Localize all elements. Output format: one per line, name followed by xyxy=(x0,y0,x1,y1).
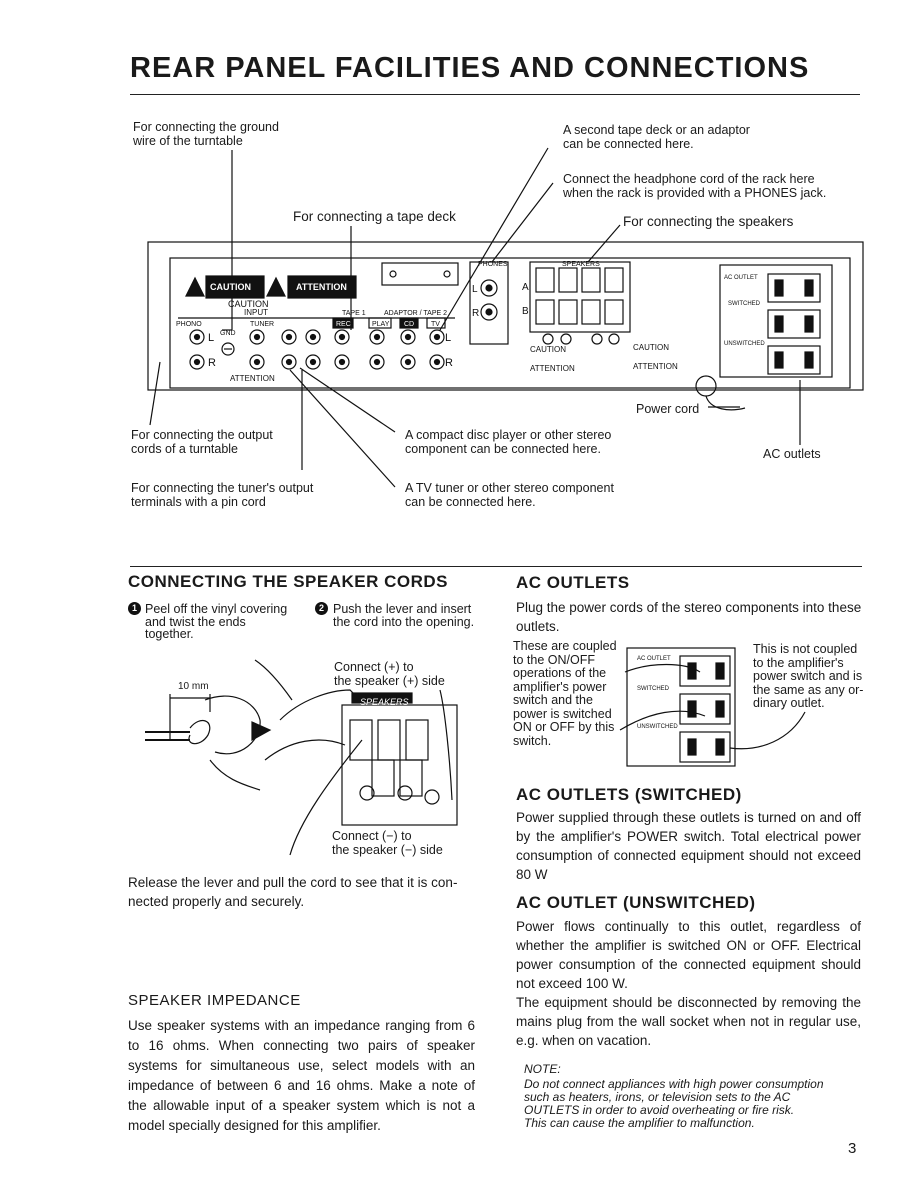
panel-caution-text-2: CAUTION xyxy=(228,299,269,309)
switched-text: Power supplied through these outlets is … xyxy=(516,810,861,882)
note-label: NOTE: xyxy=(524,1062,561,1076)
panel-tape1-text: TAPE 1 xyxy=(342,310,366,317)
speakers-tag: SPEAKERS xyxy=(360,697,409,707)
panel-caution-text-4: CAUTION xyxy=(633,343,669,352)
callout-headphone: Connect the headphone cord of the rack h… xyxy=(563,172,827,200)
label-plate xyxy=(381,262,459,286)
dimension-label: 10 mm xyxy=(178,681,209,692)
panel-caution-text-3: CAUTION xyxy=(530,345,566,354)
panel-l-text-2: L xyxy=(445,332,451,344)
panel-switched-text: SWITCHED xyxy=(728,301,761,307)
callout-tuner-output: For connecting the tuner's output termin… xyxy=(131,481,314,509)
panel-tuner-text: TUNER xyxy=(250,321,274,328)
ac-outlets-intro: Plug the power cords of the stereo compo… xyxy=(516,600,862,634)
panel-r-text-2: R xyxy=(445,357,453,369)
panel-gnd-text: GND xyxy=(220,330,236,337)
chassis-inner xyxy=(169,257,851,389)
step-2-text: Push the lever and insert the cord into … xyxy=(333,602,475,629)
callout-second-tape: A second tape deck or an adaptor can be … xyxy=(563,123,750,151)
callout-power-cord: Power cord xyxy=(636,402,700,416)
step-1-badge: 1 xyxy=(128,602,141,615)
leader-second-tape xyxy=(439,147,549,331)
leader-speakers xyxy=(587,224,621,263)
panel-phono-text: PHONO xyxy=(176,321,202,328)
panel-attention-text-4: ATTENTION xyxy=(633,362,678,371)
panel-l-text: L xyxy=(208,332,214,344)
step-1-text: Peel off the vinyl covering and twist th… xyxy=(145,602,288,641)
plus-connect-label: Connect (+) to the speaker (+) side xyxy=(334,660,445,688)
panel-unswitched-text: UNSWITCHED xyxy=(724,341,765,347)
rca-jacks-r xyxy=(189,354,445,370)
unswitched-text-1: Power flows continually to this outlet, … xyxy=(516,919,861,991)
panel-cd-text: CD xyxy=(404,321,414,328)
leader-cd xyxy=(299,367,396,433)
speaker-terminal-block xyxy=(529,261,631,333)
leader-headphone xyxy=(491,182,554,263)
ac-outlet-frame xyxy=(719,264,833,378)
step-2-badge: 2 xyxy=(315,602,328,615)
panel-l-text-3: L xyxy=(472,284,478,295)
switched-heading: AC OUTLETS (SWITCHED) xyxy=(516,785,742,804)
callout-ac-outlets: AC outlets xyxy=(763,447,821,461)
panel-speakers-text: SPEAKERS xyxy=(562,261,600,268)
panel-tv-text: TV xyxy=(431,321,440,328)
impedance-heading: SPEAKER IMPEDANCE xyxy=(128,992,301,1009)
not-coupled-text: This is not coupled to the amplifier's p… xyxy=(753,642,864,710)
panel-input-text: INPUT xyxy=(244,308,268,317)
unswitched-heading: AC OUTLET (UNSWITCHED) xyxy=(516,893,756,912)
unswitched-text-2: The equipment should be disconnected by … xyxy=(516,995,861,1048)
callout-speakers: For connecting the speakers xyxy=(623,214,794,229)
title-rule xyxy=(130,94,860,95)
release-text: Release the lever and pull the cord to s… xyxy=(128,875,458,909)
coupled-text: These are coupled to the ON/OFF operatio… xyxy=(513,639,617,748)
rca-jacks-l xyxy=(189,329,445,345)
panel-ac-outlet-text: AC OUTLET xyxy=(724,275,758,281)
panel-a-text: A xyxy=(522,282,529,293)
ac-unswitched-diagram-label: UNSWITCHED xyxy=(637,724,678,730)
panel-phones-text: PHONES xyxy=(478,261,508,268)
panel-b-text: B xyxy=(522,306,529,317)
impedance-text: Use speaker systems with an impedance ra… xyxy=(128,1018,475,1133)
panel-r-text-3: R xyxy=(472,308,479,319)
ac-outlet-diagram-label: AC OUTLET xyxy=(637,656,671,662)
minus-connect-label: Connect (−) to the speaker (−) side xyxy=(332,829,443,857)
speaker-terminals xyxy=(535,267,624,325)
callout-turntable-output: For connecting the output cords of a tur… xyxy=(131,428,273,456)
ac-switched-diagram-label: SWITCHED xyxy=(637,686,670,692)
leader-turntable xyxy=(149,361,161,426)
callout-ground: For connecting the ground wire of the tu… xyxy=(133,120,279,148)
callout-cd-player: A compact disc player or other stereo co… xyxy=(405,428,612,456)
rear-panel-diagram: CAUTION ATTENTION CAUTION INPUT PHONO TU… xyxy=(147,147,864,488)
callout-tape-deck: For connecting a tape deck xyxy=(293,209,456,224)
ac-outlets-heading: AC OUTLETS xyxy=(516,573,630,592)
section-rule xyxy=(130,566,862,567)
panel-rec-text: REC xyxy=(336,321,351,328)
panel-adaptor-text: ADAPTOR / TAPE 2 xyxy=(384,310,447,317)
callout-tv-tuner: A TV tuner or other stereo component can… xyxy=(405,481,614,509)
panel-caution-text: CAUTION xyxy=(210,282,251,292)
panel-play-text: PLAY xyxy=(372,321,390,328)
panel-r-text: R xyxy=(208,357,216,369)
note-text: Do not connect appliances with high powe… xyxy=(524,1077,824,1130)
chassis-outline xyxy=(147,241,864,391)
panel-attention-text-2: ATTENTION xyxy=(230,374,275,383)
page-title: REAR PANEL FACILITIES AND CONNECTIONS xyxy=(130,52,810,84)
speaker-cords-heading: CONNECTING THE SPEAKER CORDS xyxy=(128,572,449,591)
panel-attention-text: ATTENTION xyxy=(296,282,347,292)
page-number: 3 xyxy=(848,1140,857,1157)
panel-attention-text-3: ATTENTION xyxy=(530,364,575,373)
